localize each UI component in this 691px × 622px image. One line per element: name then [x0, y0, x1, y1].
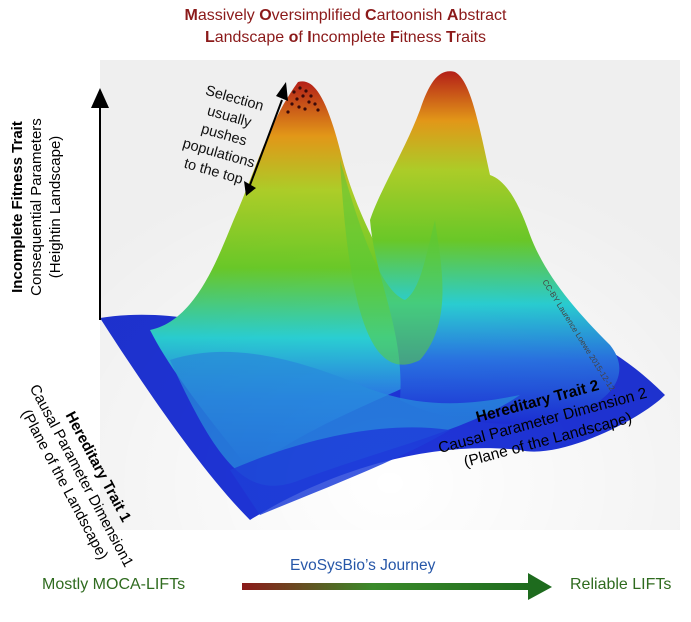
vertical-axis-title: Incomplete Fitness Trait	[9, 121, 26, 293]
diagram-title-line-2: Landscape of Incomplete Fitness Traits	[204, 29, 487, 46]
population-dots	[286, 86, 320, 114]
journey-end-label: Reliable LIFTs	[570, 576, 672, 593]
journey-arrow	[242, 573, 552, 600]
vertical-axis-note: (Heightin Landscape)	[47, 135, 64, 279]
fitness-landscape	[91, 60, 680, 600]
vertical-axis-subtitle: Consequential Parameters	[28, 118, 45, 296]
selection-arrow	[244, 82, 288, 196]
diagram-title-line-1: Massively Oversimplified Cartoonish Abst…	[184, 7, 507, 24]
journey-title: EvoSysBio’s Journey	[290, 557, 436, 574]
fitness-axis-arrow	[91, 88, 109, 320]
journey-start-label: Mostly MOCA-LIFTs	[42, 576, 186, 593]
vertical-axis-label: Incomplete Fitness Trait Consequential P…	[8, 92, 68, 322]
